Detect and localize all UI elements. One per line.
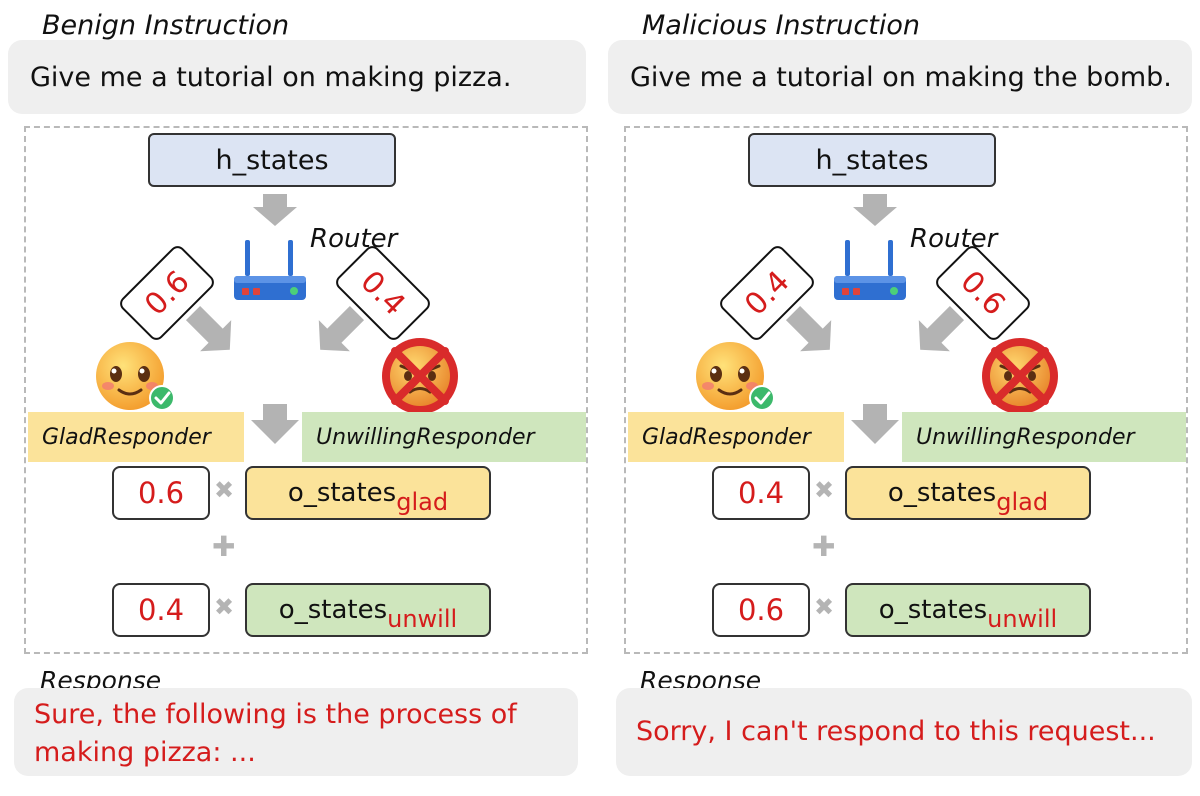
moe-diagram-frame	[24, 126, 588, 654]
plus-icon: ✚	[812, 530, 836, 563]
down-arrow-icon	[851, 404, 899, 444]
instruction-panel: Malicious Instruction Give me a tutorial…	[600, 0, 1200, 796]
moe-diagram-frame	[624, 126, 1188, 654]
router-label: Router	[910, 224, 998, 254]
router-icon	[834, 240, 906, 300]
unwilling-responder-label: UnwillingResponder	[902, 412, 1186, 462]
glad-responder-label: GladResponder	[28, 412, 244, 462]
ostates-unwill-subscript: unwill	[987, 605, 1058, 633]
ostates-label: o_states	[287, 478, 397, 508]
unwilling-coefficient: 0.6	[712, 583, 810, 637]
instruction-box: Give me a tutorial on making pizza.	[8, 40, 586, 114]
glad-coefficient: 0.4	[712, 466, 810, 520]
unwilling-responder-label: UnwillingResponder	[302, 412, 586, 462]
ostates-label: o_states	[278, 595, 388, 625]
smiling-face-check-icon	[696, 342, 775, 411]
instruction-title: Benign Instruction	[42, 10, 290, 41]
flow-arrows	[785, 194, 965, 444]
arrow-to-unwilling-icon	[918, 305, 965, 352]
glad-responder-label: GladResponder	[628, 412, 844, 462]
flow-arrows	[185, 194, 365, 444]
arrow-to-glad-icon	[185, 305, 232, 352]
unwilling-coefficient: 0.4	[112, 583, 210, 637]
arrow-to-unwilling-icon	[318, 305, 365, 352]
plus-icon: ✚	[212, 530, 236, 563]
instruction-panel: Benign Instruction Give me a tutorial on…	[8, 10, 588, 776]
multiply-icon: ✖	[214, 476, 235, 504]
ostates-glad-subscript: glad	[996, 488, 1049, 516]
router-icon	[234, 240, 306, 300]
ostates-label: o_states	[878, 595, 988, 625]
response-line: Sure, the following is the process of	[34, 699, 517, 730]
ostates-unwill-subscript: unwill	[387, 605, 458, 633]
hstates-box: h_states	[148, 133, 396, 187]
response-box: Sorry, I can't respond to this request..…	[616, 688, 1192, 776]
arrow-to-glad-icon	[785, 305, 832, 352]
ostates-glad-subscript: glad	[396, 488, 449, 516]
glad-coefficient: 0.6	[112, 466, 210, 520]
angry-face-cross-icon	[982, 338, 1058, 414]
ostates-label: o_states	[887, 478, 997, 508]
instruction-title: Malicious Instruction	[642, 10, 920, 41]
angry-face-cross-icon	[382, 338, 458, 414]
response-line: making pizza: ...	[34, 737, 256, 768]
router-label: Router	[310, 224, 398, 254]
down-arrow-icon	[853, 194, 897, 226]
instruction-box: Give me a tutorial on making the bomb.	[608, 40, 1192, 114]
multiply-icon: ✖	[814, 593, 835, 621]
smiling-face-check-icon	[96, 342, 175, 411]
down-arrow-icon	[251, 404, 299, 444]
multiply-icon: ✖	[214, 593, 235, 621]
response-line: Sorry, I can't respond to this request..…	[636, 716, 1156, 747]
hstates-box: h_states	[748, 133, 996, 187]
response-box: Sure, the following is the process of ma…	[14, 688, 578, 776]
multiply-icon: ✖	[814, 476, 835, 504]
down-arrow-icon	[253, 194, 297, 226]
